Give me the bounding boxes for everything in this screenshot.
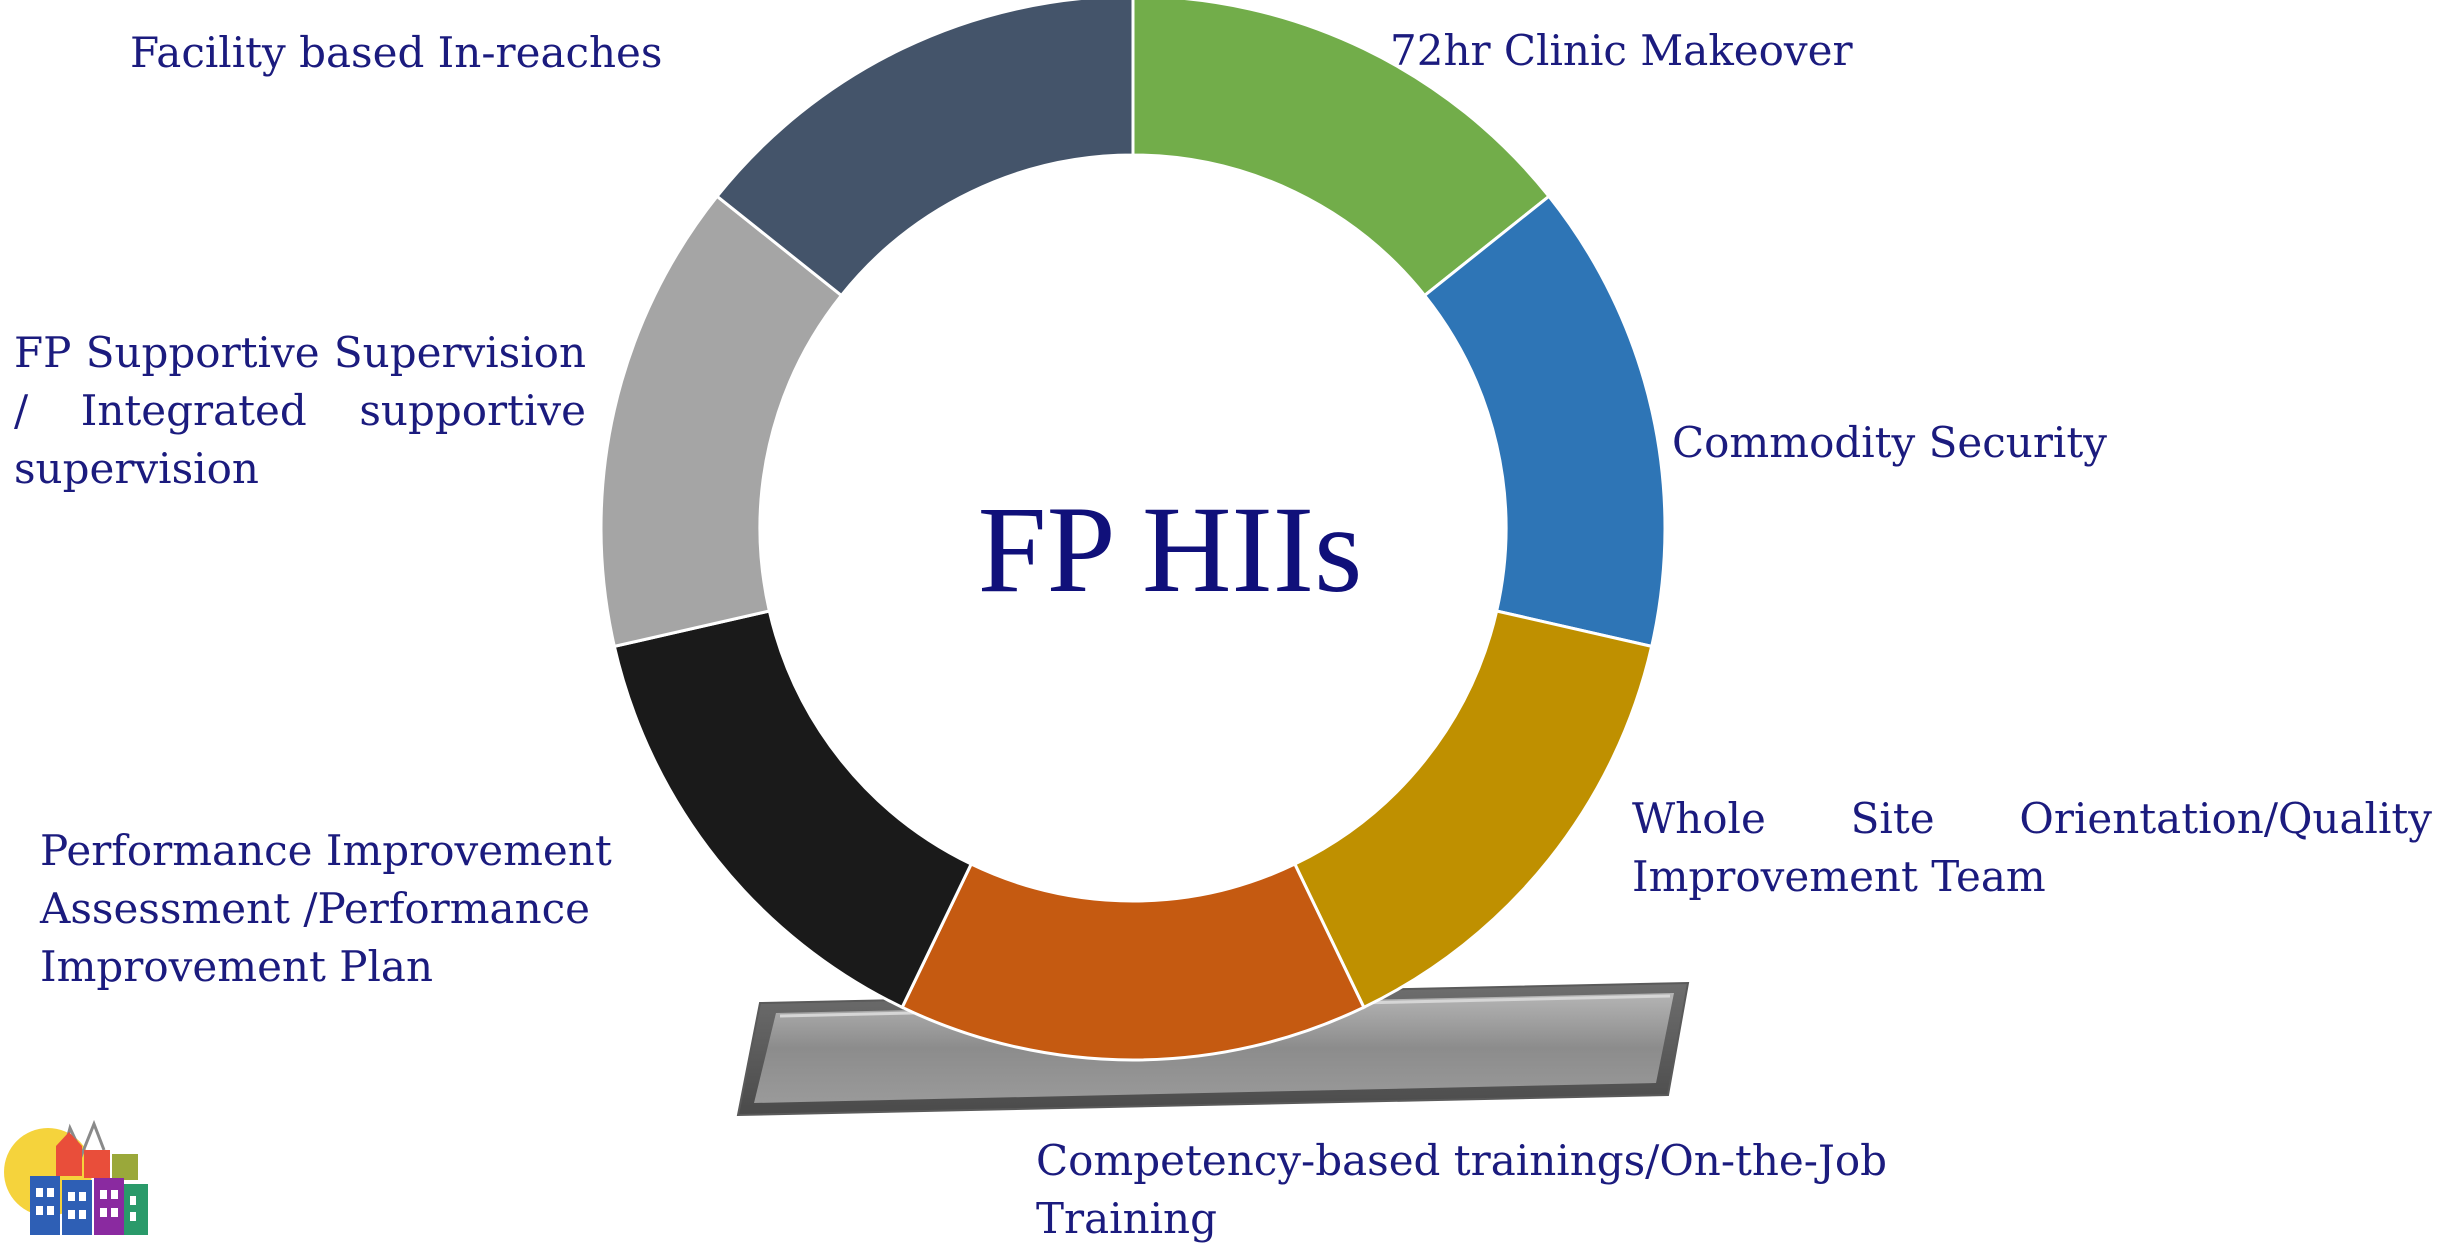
label-72hr-clinic-makeover: 72hr Clinic Makeover [1390,26,1853,75]
community-buildings-logo-icon [4,1119,148,1235]
label-facility-based-in-reaches: Facility based In-reaches [130,28,663,77]
center-title: FP HIIs [977,481,1363,618]
label-fp-supportive-supervision: FP Supportive Supervision / Integrated s… [14,328,586,493]
ring-diagram [599,0,1667,1062]
label-performance-improvement: Performance Improvement Assessment /Perf… [40,826,612,991]
ring-segment-3 [1292,609,1654,1010]
ring-segment-4 [900,862,1366,1062]
label-whole-site-orientation: Whole Site Orientation/Quality Improveme… [1632,794,2432,901]
label-competency-based-trainings: Competency-based trainings/On-the-Job Tr… [1036,1136,1887,1243]
label-commodity-security: Commodity Security [1672,418,2107,467]
ring-segment-5 [612,609,974,1010]
ring-segment-7 [714,0,1135,298]
